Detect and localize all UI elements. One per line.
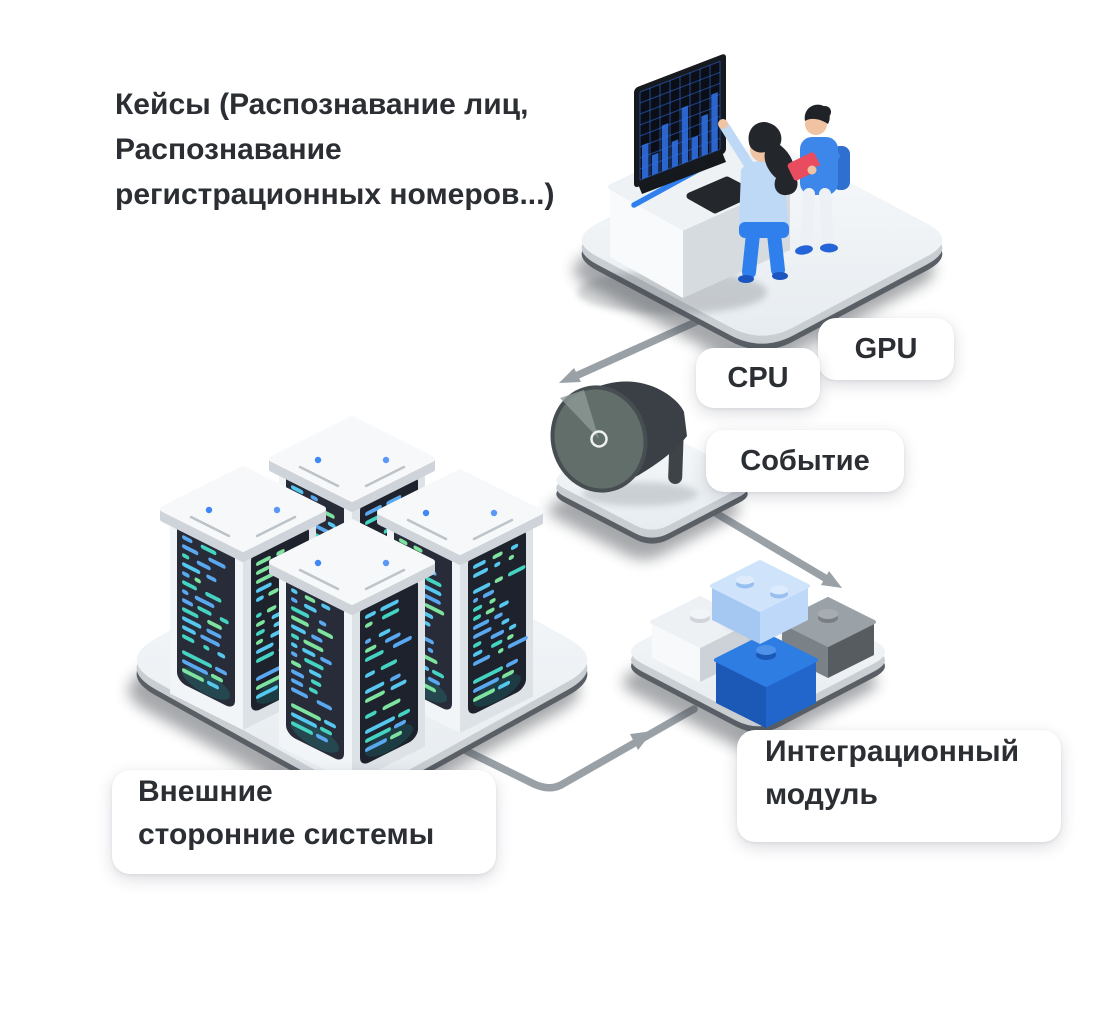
gpu-label-badge: GPU xyxy=(818,318,954,380)
person-pointing xyxy=(718,119,798,283)
server-led xyxy=(314,559,322,567)
arrowhead-to-integration xyxy=(821,571,842,588)
arrowhead-on-servers-line xyxy=(630,731,653,750)
server-cluster-scene xyxy=(128,416,588,816)
megaphone-icon xyxy=(550,381,687,493)
connector-servers-to-integration xyxy=(426,705,698,792)
event-label-badge: Событие xyxy=(706,430,904,492)
server-tower xyxy=(269,519,435,783)
puzzle-piece-lightblue xyxy=(710,560,810,644)
integration-module-line2: модуль xyxy=(765,778,878,811)
server-led xyxy=(382,456,390,464)
person-with-tablet xyxy=(787,104,850,255)
cpu-label: CPU xyxy=(727,361,789,394)
server-led xyxy=(490,509,498,517)
server-led xyxy=(422,509,430,517)
diagram-heading: Кейсы (Распознавание лиц, Распознавание … xyxy=(115,82,615,217)
puzzle-piece-blue xyxy=(714,633,818,728)
external-systems-badge: Внешние сторонние системы xyxy=(112,770,496,874)
red-tablet xyxy=(787,152,821,181)
heading-line: Кейсы (Распознавание лиц, xyxy=(115,88,529,121)
external-systems-line2: сторонние системы xyxy=(138,818,435,851)
integration-puzzle-scene xyxy=(623,560,885,749)
server-led xyxy=(205,506,213,514)
arrowhead-to-megaphone xyxy=(559,368,581,383)
gpu-label: GPU xyxy=(854,332,918,365)
heading-line: Распознавание xyxy=(115,133,342,166)
external-systems-line1: Внешние xyxy=(138,775,273,808)
integration-module-line1: Интеграционный xyxy=(765,735,1020,768)
monitor-bar-chart xyxy=(639,60,721,181)
server-led xyxy=(273,506,281,514)
megaphone-scene xyxy=(548,381,748,560)
server-led xyxy=(382,559,390,567)
dashboard-monitor xyxy=(634,54,726,194)
event-label: Событие xyxy=(740,444,870,477)
integration-module-badge: Интеграционный модуль xyxy=(737,730,1061,842)
heading-line: регистрационных номеров...) xyxy=(115,178,555,211)
cpu-label-badge: CPU xyxy=(696,348,820,408)
monitor-base xyxy=(638,152,726,194)
server-towers xyxy=(160,416,543,783)
server-led xyxy=(314,456,322,464)
workstation-scene xyxy=(573,54,943,366)
